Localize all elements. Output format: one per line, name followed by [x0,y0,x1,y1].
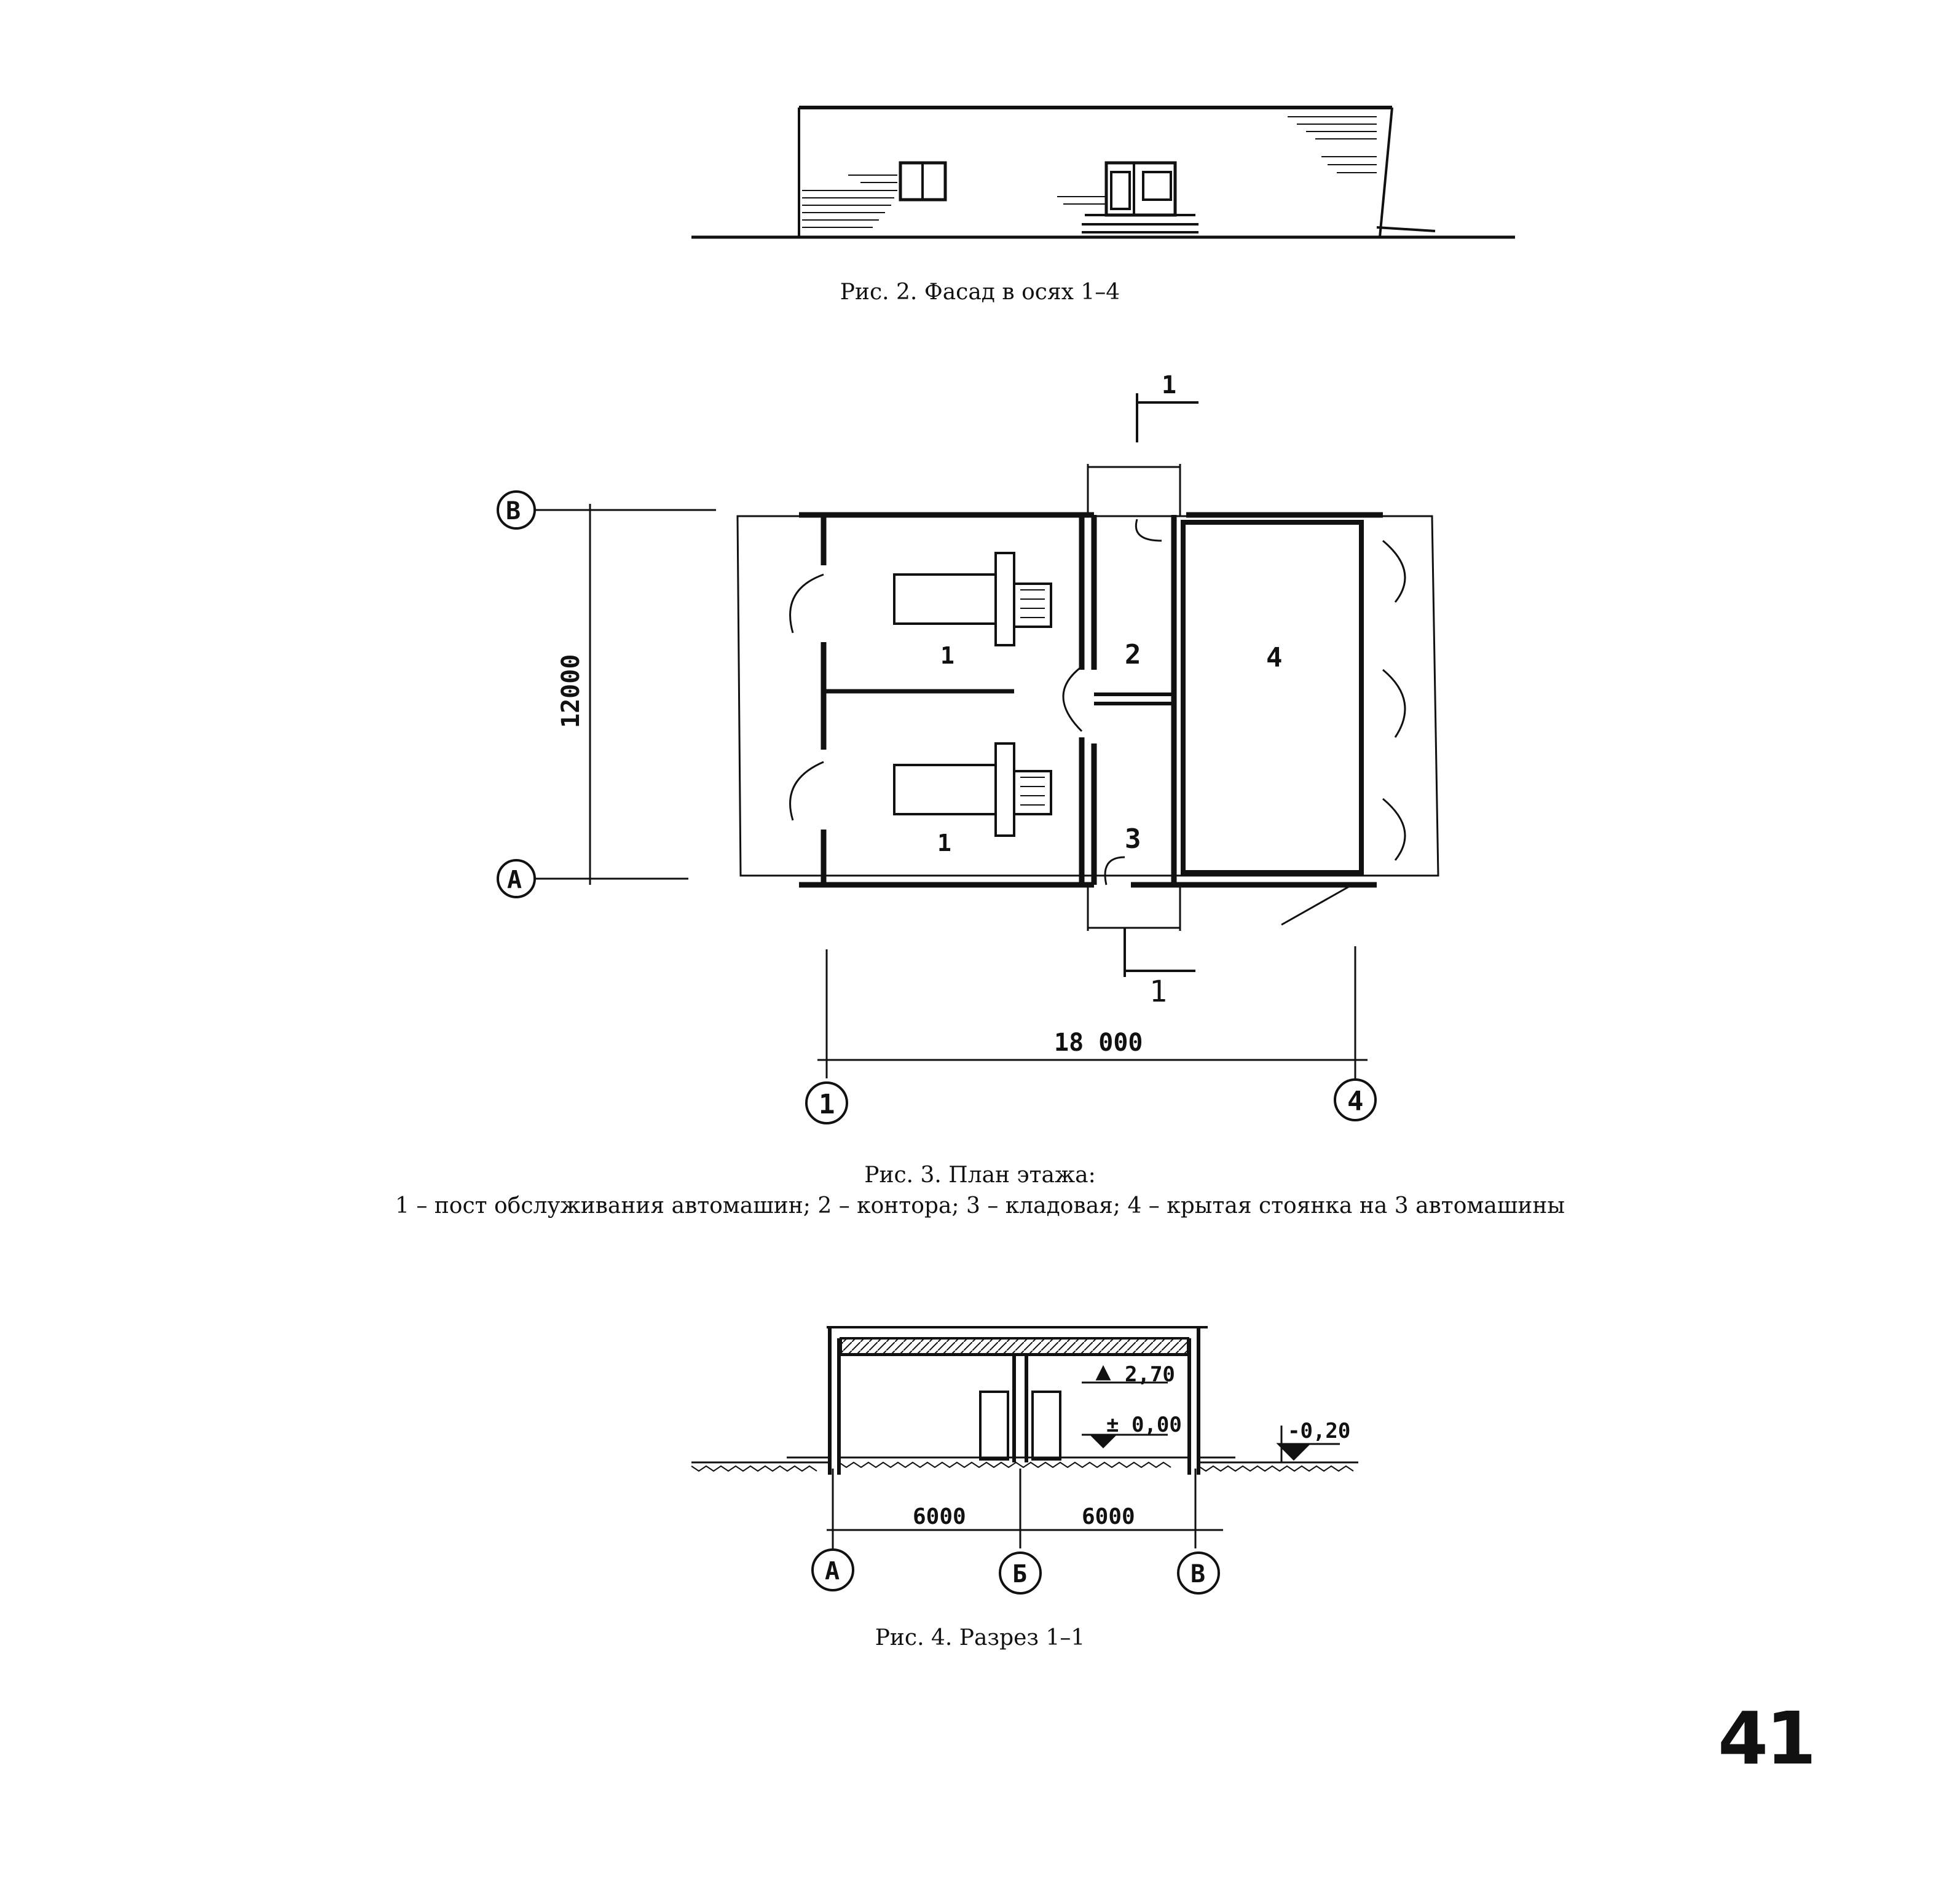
page-number: 41 [1718,1696,1816,1781]
section-axis-v: В [1191,1560,1205,1588]
axis-label-4: 4 [1347,1086,1364,1117]
facade-shading [802,116,1377,228]
dim-18000: 18 000 [1054,1029,1143,1057]
section-mark-bottom: 1 [1149,975,1167,1009]
floor-plan [497,393,1439,1124]
room-label-1a: 1 [940,642,954,669]
axis-label-v: В [506,497,521,525]
room-label-1b: 1 [937,830,951,857]
room-label-3: 3 [1125,823,1141,855]
section-axis-a: А [825,1557,840,1585]
section-drawing [691,1326,1358,1595]
dim-12000: 12000 [557,654,585,728]
dim-6000-right: 6000 [1082,1504,1135,1529]
axis-label-a: А [507,866,522,894]
figure4-caption: Рис. 4. Разрез 1–1 [875,1625,1085,1650]
level-0-00: ± 0,00 [1106,1413,1182,1437]
section-axis-b: Б [1012,1560,1027,1588]
room-label-2: 2 [1125,639,1141,670]
section-mark-top: 1 [1162,371,1176,399]
figure3-legend: 1 – пост обслуживания автомашин; 2 – кон… [395,1193,1565,1218]
axis-label-1: 1 [819,1089,835,1120]
facade-drawing [691,106,1515,239]
figure3-caption: Рис. 3. План этажа: [864,1163,1096,1188]
room-label-4: 4 [1266,642,1283,673]
figure2-caption: Рис. 2. Фасад в осях 1–4 [840,280,1120,305]
level-2-70: 2,70 [1125,1362,1175,1387]
level-minus-0-20: -0,20 [1288,1419,1350,1443]
dim-6000-left: 6000 [913,1504,966,1529]
